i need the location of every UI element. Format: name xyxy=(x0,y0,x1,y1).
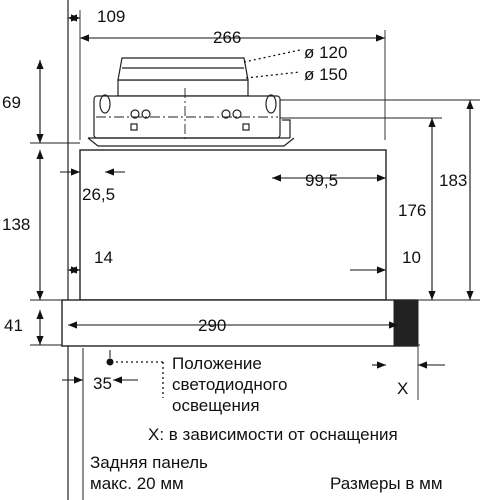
led-note-line1: Положение xyxy=(172,354,262,373)
dim-99-5: 99,5 xyxy=(305,171,338,190)
dim-35: 35 xyxy=(93,374,112,393)
dim-266: 266 xyxy=(213,28,241,47)
dimension-arrows xyxy=(36,14,474,384)
hood-body xyxy=(61,149,419,347)
dim-109: 109 xyxy=(97,7,125,26)
x-note: X: в зависимости от оснащения xyxy=(148,425,398,444)
back-panel-note-line1: Задняя панель xyxy=(90,453,208,472)
dim-41: 41 xyxy=(4,316,23,335)
dim-x: X xyxy=(397,379,408,398)
dim-26-5: 26,5 xyxy=(82,185,115,204)
units-note: Размеры в мм xyxy=(330,474,443,493)
dim-10: 10 xyxy=(402,248,421,267)
back-wall xyxy=(67,0,84,500)
dim-d150: ø 150 xyxy=(304,65,347,84)
dim-14: 14 xyxy=(94,248,113,267)
dim-176: 176 xyxy=(398,201,426,220)
led-note-line2: светодиодного xyxy=(172,375,287,394)
dim-69: 69 xyxy=(2,93,21,112)
led-note-line3: освещения xyxy=(172,396,260,415)
dim-138: 138 xyxy=(2,215,30,234)
dim-d120: ø 120 xyxy=(304,43,347,62)
diameter-leaders xyxy=(243,49,301,79)
motor-unit xyxy=(87,57,295,147)
back-panel-note-line2: макс. 20 мм xyxy=(90,474,184,493)
dim-290: 290 xyxy=(198,316,226,335)
led-marker xyxy=(106,350,164,398)
dim-183: 183 xyxy=(439,171,467,190)
